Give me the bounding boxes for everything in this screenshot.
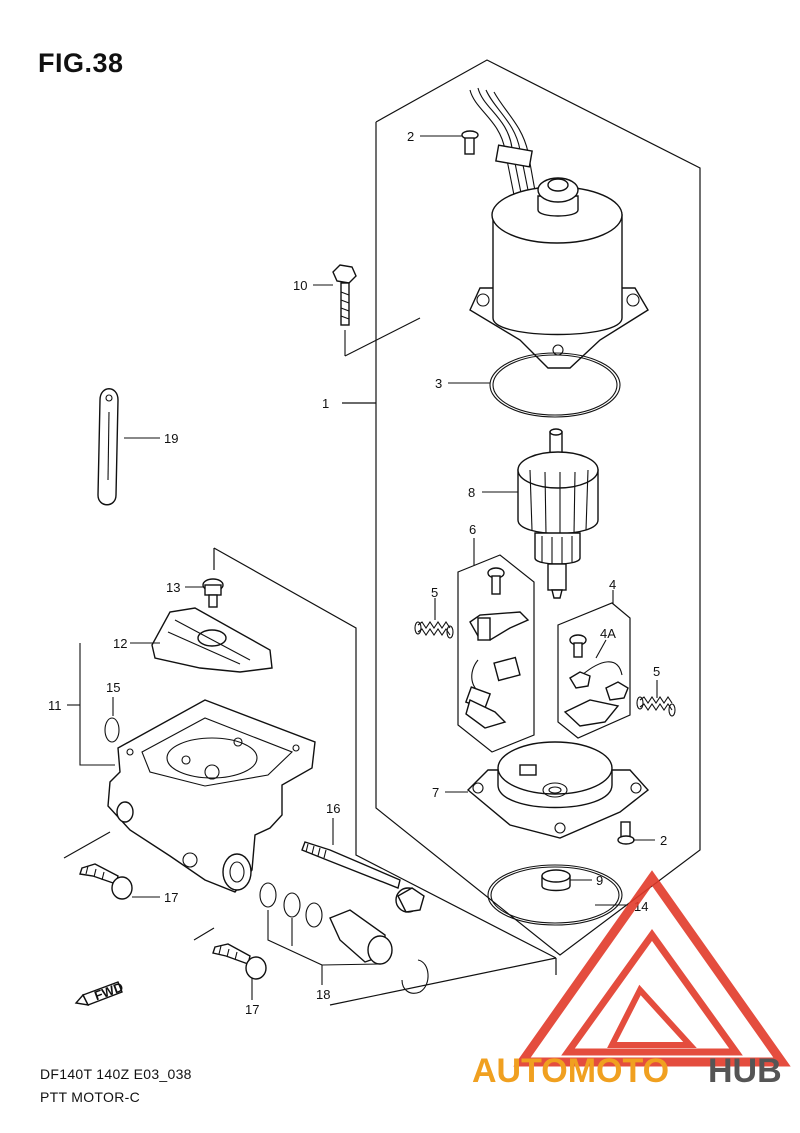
o-ring-part-15 <box>104 717 120 743</box>
callout-6: 6 <box>469 522 476 537</box>
screw-part-2-top <box>461 130 479 155</box>
callout-16: 16 <box>326 801 340 816</box>
o-ring-part-14 <box>487 864 623 926</box>
leader-lines <box>63 135 658 1000</box>
watermark-text-automoto: AUTOMOTO <box>472 1052 669 1090</box>
bolt-part-10 <box>332 264 421 357</box>
o-ring-part-3 <box>489 352 621 418</box>
callout-5-right: 5 <box>653 664 660 679</box>
bolt-part-16 <box>301 841 425 913</box>
screw-part-2-bottom <box>617 821 635 845</box>
bolt-part-17-upper <box>79 863 133 900</box>
model-code: DF140T 140Z E03_038 <box>40 1066 192 1082</box>
callout-13: 13 <box>166 580 180 595</box>
callout-3: 3 <box>435 376 442 391</box>
callout-2-bottom: 2 <box>660 833 667 848</box>
callout-11: 11 <box>48 698 62 713</box>
forward-direction-badge <box>74 981 123 1006</box>
bushing-part-9 <box>541 869 571 892</box>
o-ring-part-14-inner <box>490 866 620 924</box>
spring-part-5-right <box>636 696 676 717</box>
watermark-logo <box>513 870 791 1067</box>
callout-15: 15 <box>106 680 120 695</box>
callout-1: 1 <box>322 396 329 411</box>
callout-4: 4 <box>609 577 616 592</box>
callout-10: 10 <box>293 278 307 293</box>
armature-part-8 <box>517 428 599 599</box>
callout-17-lower: 17 <box>245 1002 259 1017</box>
strap-part-19 <box>97 388 119 506</box>
valve-kit-part-18 <box>259 882 429 994</box>
motor-housing <box>469 87 649 369</box>
motor-assembly-frame <box>342 59 701 956</box>
pump-body-frame <box>213 547 557 1006</box>
callout-17-upper: 17 <box>164 890 178 905</box>
cover-part-12 <box>151 607 273 673</box>
callout-7: 7 <box>432 785 439 800</box>
callout-8: 8 <box>468 485 475 500</box>
callout-18: 18 <box>316 987 330 1002</box>
callout-5-left: 5 <box>431 585 438 600</box>
callout-12: 12 <box>113 636 127 651</box>
callout-19: 19 <box>164 431 178 446</box>
callout-9: 9 <box>596 873 603 888</box>
plug-part-13 <box>202 578 224 608</box>
bolt-part-17-lower <box>212 943 267 980</box>
forward-label: FWD <box>92 979 125 1003</box>
end-cap-part-7 <box>466 741 650 839</box>
callout-4a: 4A <box>600 626 616 641</box>
figure-caption: PTT MOTOR-C <box>40 1089 141 1105</box>
callout-2-top: 2 <box>407 129 414 144</box>
brush-holder-part-6 <box>457 554 535 753</box>
pump-body-part-11 <box>107 699 316 893</box>
brush-plate-part-4 <box>557 602 631 739</box>
o-ring-part-3-inner <box>492 354 618 416</box>
watermark-text-hub: HUB <box>708 1052 782 1090</box>
spring-part-5-left <box>414 621 454 639</box>
figure-title: FIG.38 <box>38 48 124 78</box>
